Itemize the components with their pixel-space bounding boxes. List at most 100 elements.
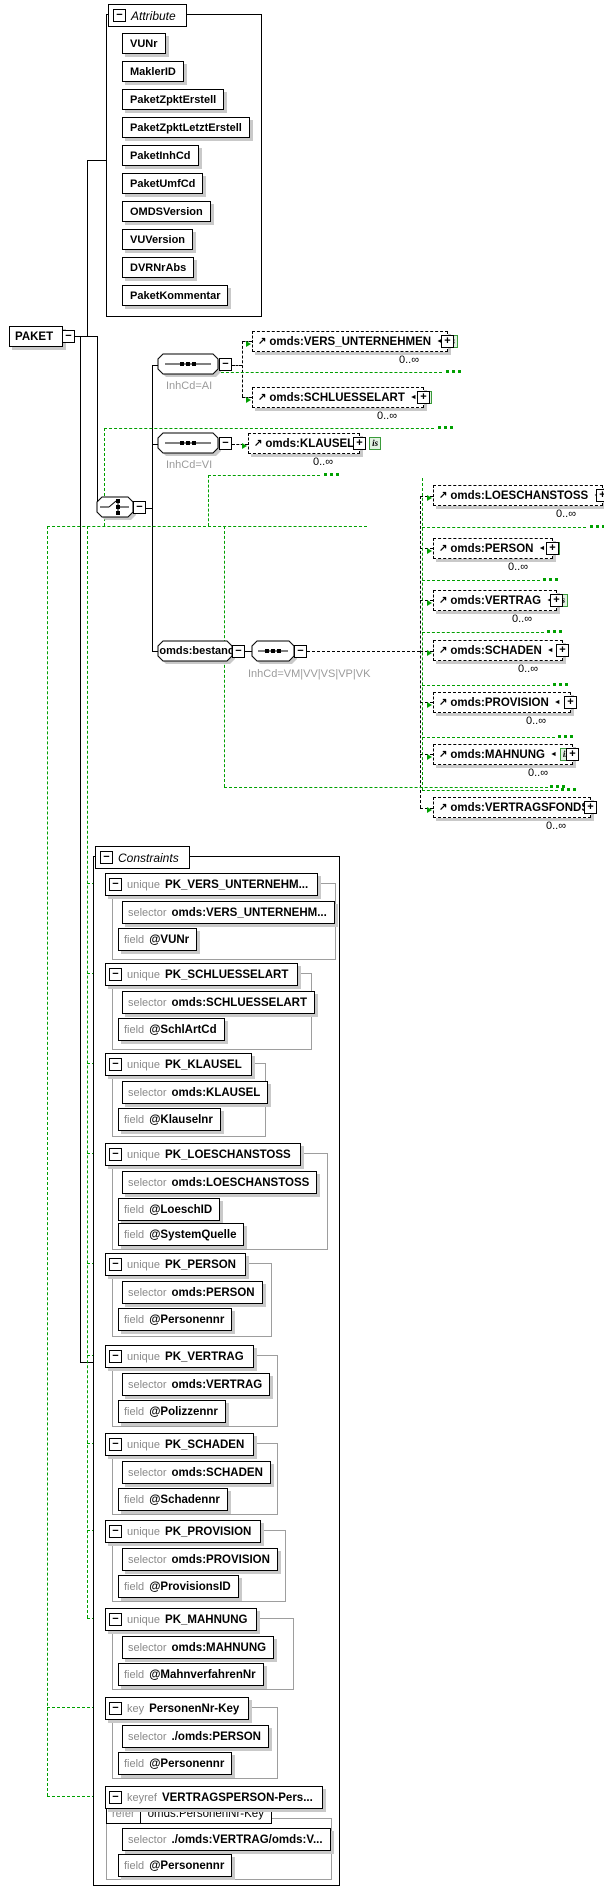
constraint-pk-klausel[interactable]: − unique PK_KLAUSEL xyxy=(105,1053,252,1076)
constraint-selector[interactable]: selector omds:PERSON xyxy=(122,1281,263,1304)
attribute-paketinhcd[interactable]: PaketInhCd xyxy=(122,145,199,166)
collapse-icon[interactable]: − xyxy=(109,1438,122,1451)
constraint-field[interactable]: field @SchlArtCd xyxy=(118,1018,225,1041)
collapse-icon[interactable]: − xyxy=(109,1058,122,1071)
element-name: omds:PERSON xyxy=(450,542,534,555)
collapse-icon[interactable]: − xyxy=(109,1791,122,1804)
element-loeschanstoss[interactable]: ↗ omds:LOESCHANSTOSS ◄ is + xyxy=(433,485,604,506)
attribute-dvrnrabs[interactable]: DVRNrAbs xyxy=(122,257,195,278)
sequence-group-bestand[interactable] xyxy=(251,640,299,666)
constraint-name: PK_MAHNUNG xyxy=(165,1613,248,1626)
constraint-keyref-vertragsperson[interactable]: − keyref VERTRAGSPERSON-Pers... xyxy=(105,1786,323,1809)
collapse-icon[interactable]: − xyxy=(109,1613,122,1626)
choice-group[interactable] xyxy=(96,496,138,522)
constraints-panel-header[interactable]: − Constraints xyxy=(95,846,190,869)
constraint-field[interactable]: field @MahnverfahrenNr xyxy=(118,1663,264,1686)
constraint-selector[interactable]: selector omds:VERS_UNTERNEHM... xyxy=(122,901,335,924)
constraint-selector[interactable]: selector omds:SCHLUESSELART xyxy=(122,991,315,1014)
attribute-paketzpkterstell[interactable]: PaketZpktErstell xyxy=(122,89,225,110)
collapse-icon-sequence-ai[interactable]: − xyxy=(219,358,232,371)
constraint-field[interactable]: field @Polizzennr xyxy=(118,1400,226,1423)
sequence-group-ai[interactable] xyxy=(157,353,223,379)
expand-icon-klausel[interactable]: + xyxy=(353,437,366,450)
collapse-icon[interactable]: − xyxy=(109,878,122,891)
attribute-paketkommentar[interactable]: PaketKommentar xyxy=(122,285,229,306)
attribute-label: DVRNrAbs xyxy=(130,261,187,274)
element-person[interactable]: ↗ omds:PERSON ◄ is + xyxy=(433,538,561,559)
attribute-panel-header[interactable]: − Attribute xyxy=(108,4,187,27)
attribute-vuversion[interactable]: VUVersion xyxy=(122,229,194,250)
element-vertrag[interactable]: ↗ omds:VERTRAG ◄ is + xyxy=(433,590,569,611)
constraint-selector[interactable]: selector omds:MAHNUNG xyxy=(122,1636,275,1659)
attribute-omdsversion[interactable]: OMDSVersion xyxy=(122,201,211,222)
expand-icon-provision[interactable]: + xyxy=(564,696,577,709)
collapse-icon[interactable]: − xyxy=(109,968,122,981)
root-element-paket[interactable]: PAKET xyxy=(9,326,63,347)
collapse-icon-constraints[interactable]: − xyxy=(100,851,113,864)
constraint-selector[interactable]: selector omds:SCHADEN xyxy=(122,1461,271,1484)
element-vers-unternehmen[interactable]: ↗ omds:VERS_UNTERNEHMEN ◄ is + xyxy=(252,331,459,352)
constraint-field[interactable]: field @Klauselnr xyxy=(118,1108,221,1131)
constraint-field[interactable]: field @SystemQuelle xyxy=(118,1223,245,1246)
expand-icon-mahnung[interactable]: + xyxy=(566,748,579,761)
constraint-pk-schaden[interactable]: − unique PK_SCHADEN xyxy=(105,1433,255,1456)
collapse-icon-bestand[interactable]: − xyxy=(232,645,245,658)
constraint-pk-vers-unternehmen[interactable]: − unique PK_VERS_UNTERNEHM... xyxy=(105,873,319,896)
constraint-field[interactable]: field @LoeschID xyxy=(118,1198,221,1221)
expand-icon-schaden[interactable]: + xyxy=(556,644,569,657)
constraint-field[interactable]: field @Personennr xyxy=(118,1308,233,1331)
field-label: field xyxy=(124,1859,145,1872)
sequence-group-vi[interactable] xyxy=(157,432,223,458)
collapse-icon-sequence-bestand[interactable]: − xyxy=(294,645,307,658)
constraint-pk-person[interactable]: − unique PK_PERSON xyxy=(105,1253,246,1276)
constraint-selector[interactable]: selector omds:LOESCHANSTOSS xyxy=(122,1171,318,1194)
collapse-icon-choice[interactable]: − xyxy=(133,501,146,514)
collapse-icon-paket[interactable]: − xyxy=(62,330,75,343)
constraint-key-personennr[interactable]: − key PersonenNr-Key xyxy=(105,1697,250,1720)
element-schaden[interactable]: ↗ omds:SCHADEN ◄ is + xyxy=(433,640,569,661)
constraint-selector[interactable]: selector ./omds:PERSON xyxy=(122,1725,269,1748)
attribute-maklerid[interactable]: MaklerID xyxy=(122,61,184,82)
element-mahnung[interactable]: ↗ omds:MAHNUNG ◄ is + xyxy=(433,744,579,765)
collapse-icon[interactable]: − xyxy=(109,1525,122,1538)
constraint-selector[interactable]: selector ./omds:VERTRAG/omds:V... xyxy=(122,1828,331,1851)
attribute-label: VUNr xyxy=(130,37,158,50)
element-schluesselart[interactable]: ↗ omds:SCHLUESSELART ◄ is + xyxy=(252,387,432,408)
expand-icon-schluesselart[interactable]: + xyxy=(417,391,430,404)
constraint-pk-schluesselart[interactable]: − unique PK_SCHLUESSELART xyxy=(105,963,299,986)
field-value: @Personennr xyxy=(149,1313,225,1326)
collapse-icon[interactable]: − xyxy=(109,1258,122,1271)
constraint-pk-provision[interactable]: − unique PK_PROVISION xyxy=(105,1520,262,1543)
constraint-field[interactable]: field @Personennr xyxy=(118,1752,233,1775)
attribute-paketumfcd[interactable]: PaketUmfCd xyxy=(122,173,204,194)
selector-value: omds:KLAUSEL xyxy=(171,1086,261,1099)
constraint-name: PK_SCHLUESSELART xyxy=(165,968,289,981)
constraint-field[interactable]: field @Personennr xyxy=(118,1854,233,1877)
constraint-pk-vertrag[interactable]: − unique PK_VERTRAG xyxy=(105,1345,254,1368)
constraint-selector[interactable]: selector omds:PROVISION xyxy=(122,1548,278,1571)
constraint-field[interactable]: field @ProvisionsID xyxy=(118,1575,239,1598)
constraint-field[interactable]: field @VUNr xyxy=(118,928,198,951)
collapse-icon-attributes[interactable]: − xyxy=(113,9,126,22)
element-vertragsfonds[interactable]: ↗ omds:VERTRAGSFONDS + xyxy=(433,797,597,818)
constraint-field[interactable]: field @Schadennr xyxy=(118,1488,228,1511)
connector xyxy=(152,444,158,445)
constraint-pk-mahnung[interactable]: − unique PK_MAHNUNG xyxy=(105,1608,258,1631)
collapse-icon[interactable]: − xyxy=(109,1350,122,1363)
constraint-pk-loeschanstoss[interactable]: − unique PK_LOESCHANSTOSS xyxy=(105,1143,301,1166)
collapse-icon[interactable]: − xyxy=(109,1702,122,1715)
expand-icon-person[interactable]: + xyxy=(546,542,559,555)
expand-icon-vers-unternehmen[interactable]: + xyxy=(441,335,454,348)
expand-icon-loeschanstoss[interactable]: + xyxy=(596,489,604,502)
constraint-selector[interactable]: selector omds:KLAUSEL xyxy=(122,1081,269,1104)
constraint-selector[interactable]: selector omds:VERTRAG xyxy=(122,1373,271,1396)
collapse-icon-sequence-vi[interactable]: − xyxy=(219,437,232,450)
expand-icon-vertragsfonds[interactable]: + xyxy=(584,801,597,814)
attribute-paketzpktletzterstell[interactable]: PaketZpktLetztErstell xyxy=(122,117,250,138)
attribute-vunr[interactable]: VUNr xyxy=(122,33,166,54)
element-bestand[interactable]: omds:bestand xyxy=(157,640,237,666)
element-provision[interactable]: ↗ omds:PROVISION ◄ is + xyxy=(433,692,577,713)
element-klausel[interactable]: ↗ omds:KLAUSEL ◄ is + xyxy=(248,433,382,454)
collapse-icon[interactable]: − xyxy=(109,1148,122,1161)
expand-icon-vertrag[interactable]: + xyxy=(550,594,563,607)
